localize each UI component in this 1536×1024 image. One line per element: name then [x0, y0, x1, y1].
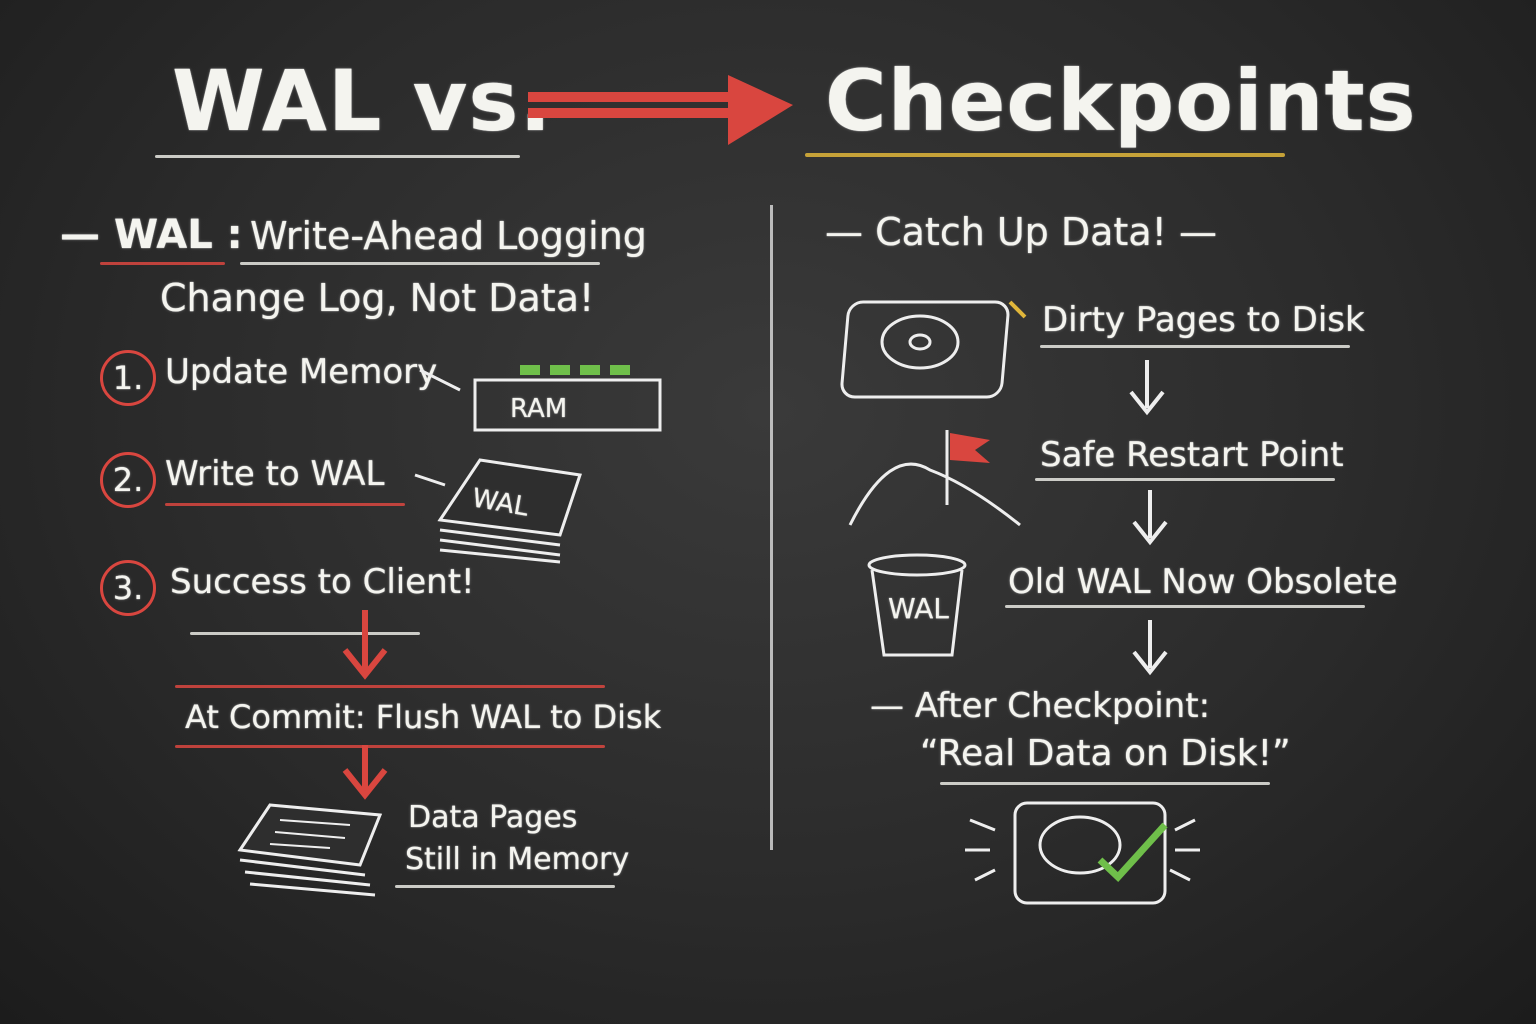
flag-mountain-icon [848, 430, 1021, 527]
dirty-pages-underline [1040, 345, 1350, 348]
title-arrow-icon [528, 75, 793, 145]
step-label-write-wal: Write to WAL [165, 454, 385, 494]
checkpoint-heading: — Catch Up Data! — [825, 210, 1217, 254]
checkpoint-step-dirty-pages: Dirty Pages to Disk [1042, 300, 1365, 340]
trash-wal-label: WAL [888, 592, 949, 625]
trash-can-icon [867, 553, 967, 657]
checkpoint-step-safe-restart: Safe Restart Point [1040, 435, 1344, 475]
step-number-3: 3. [100, 560, 156, 616]
result-underline [395, 885, 615, 888]
arrow-down-icon-1 [1129, 360, 1165, 416]
title-underline-yellow [805, 153, 1285, 157]
wal-heading-full: Write-Ahead Logging [250, 214, 647, 258]
title-checkpoints: Checkpoints [825, 52, 1417, 150]
arrow-down-icon-2 [1132, 490, 1168, 546]
step-number-2: 2. [100, 452, 156, 508]
wal-log-stack-icon [414, 458, 582, 564]
success-underline [190, 632, 420, 635]
wal-heading-underline [240, 262, 600, 265]
step-number-1: 1. [100, 350, 156, 406]
result-line-2: Still in Memory [405, 842, 630, 877]
data-pages-stack-icon [237, 803, 383, 897]
real-data-underline [940, 782, 1270, 785]
arrow-down-red-icon [342, 610, 388, 680]
wal-heading-abbr: — WAL : [60, 212, 243, 258]
result-line-1: Data Pages [408, 800, 578, 835]
safe-restart-underline [1035, 478, 1335, 481]
step-label-update-memory: Update Memory [165, 352, 438, 392]
step-label-success: Success to Client! [170, 562, 475, 602]
wal-abbr-underline [100, 262, 225, 265]
title-underline [155, 155, 520, 158]
commit-bottom-line [175, 745, 605, 748]
commit-text: At Commit: Flush WAL to Disk [185, 698, 662, 736]
disk-checkmark-icon [965, 801, 1200, 905]
after-checkpoint-text: After Checkpoint: [914, 686, 1211, 726]
ram-label: RAM [510, 394, 568, 424]
checkpoint-heading-text: Catch Up Data! [875, 210, 1167, 254]
arrow-down-icon-3 [1132, 620, 1168, 676]
commit-top-line [175, 685, 605, 688]
wal-subheading: Change Log, Not Data! [160, 276, 595, 320]
real-data-quote: “Real Data on Disk!” [920, 733, 1291, 774]
arrow-down-red-icon-2 [342, 745, 388, 800]
write-wal-underline [165, 503, 405, 506]
after-checkpoint-label: — After Checkpoint: [870, 686, 1211, 726]
wal-abbr: WAL [113, 212, 213, 258]
title-wal: WAL vs. [172, 52, 553, 150]
checkpoint-step-old-wal: Old WAL Now Obsolete [1008, 562, 1398, 602]
old-wal-underline [1005, 605, 1365, 608]
ram-icon [419, 365, 662, 432]
hard-disk-icon [840, 300, 1027, 399]
divider [770, 205, 773, 850]
